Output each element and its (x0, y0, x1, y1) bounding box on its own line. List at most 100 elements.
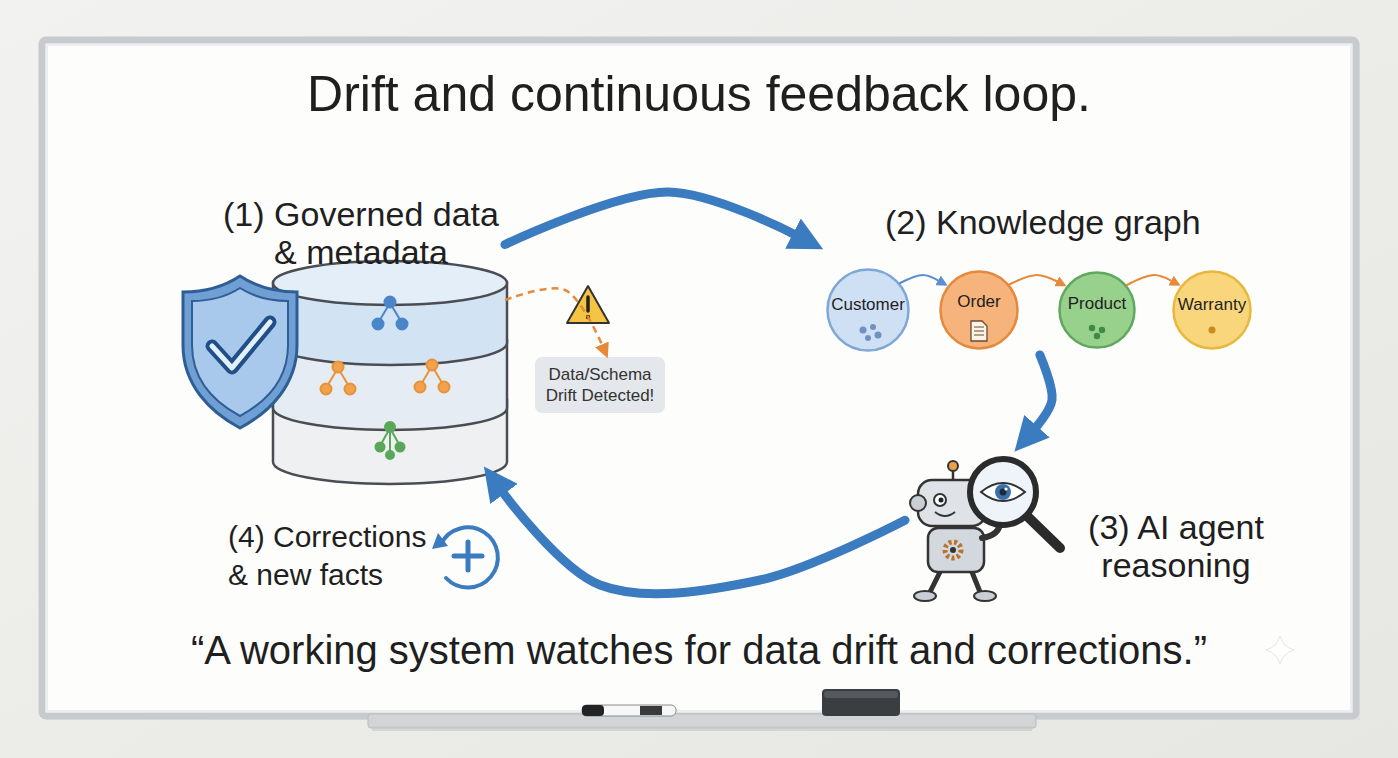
shield-icon (212, 322, 270, 368)
entity-label: Product (1068, 294, 1127, 314)
knowledge-graph-stage: (2) Knowledge graphCustomer Order Product W… (825, 200, 1260, 355)
entity-label: Order (957, 292, 1000, 312)
entity-circle: Order (939, 270, 1019, 350)
warning-triangle (567, 286, 609, 323)
warning-triangle (567, 286, 609, 323)
flow-arrow (900, 275, 939, 283)
tree-icons (321, 297, 450, 460)
decor-dot (875, 332, 882, 339)
dry-erase-marker (582, 705, 604, 716)
database-cylinder (273, 261, 507, 484)
shield-icon (192, 288, 288, 416)
whiteboard (42, 40, 1356, 716)
robot-figure (930, 572, 940, 592)
tree-icons (439, 382, 450, 393)
document-icon (971, 321, 987, 341)
refresh-icon (441, 527, 498, 587)
entity-label: Customer (831, 295, 905, 315)
magnifier (1027, 516, 1060, 548)
robot-figure (948, 461, 958, 471)
alert-box: Data/Schema Drift Detected! (535, 357, 665, 413)
whiteboard (47, 45, 1351, 711)
entity-circle: Customer (826, 268, 910, 352)
magnifier (970, 459, 1060, 548)
tree-icons (376, 422, 405, 459)
shield-icon (183, 276, 297, 428)
flow-arrow (505, 192, 796, 245)
stage-heading: (2) Knowledge graph (885, 203, 1201, 241)
robot-figure (939, 498, 944, 503)
decor-dot (870, 324, 876, 330)
tree-icons (415, 382, 426, 393)
tree-icons (397, 319, 408, 330)
decor-dot (860, 327, 867, 334)
magnifier (995, 484, 1011, 500)
robot-figure (972, 572, 980, 592)
decor-dot (1099, 327, 1105, 333)
agent-stage: (3) AI agent reasoning (905, 455, 1285, 600)
tree-icons (333, 362, 344, 373)
flow-arrow (502, 491, 905, 594)
tree-icons (321, 360, 450, 395)
shield-icon (183, 276, 297, 428)
tree-icons (321, 384, 332, 395)
decor-dot (1209, 327, 1216, 334)
robot-figure (974, 591, 996, 601)
document-line (974, 327, 984, 328)
warning-triangle (586, 297, 590, 311)
edge-label: (4) Corrections & new facts (228, 518, 443, 594)
flow-arrow (1010, 275, 1058, 284)
dry-erase-marker (640, 706, 662, 715)
entity-circle: Product (1058, 271, 1136, 349)
tree-icons (345, 384, 356, 395)
robot-figure (945, 542, 961, 558)
robot-figure (934, 494, 946, 506)
circle-outline (941, 272, 1018, 349)
tree-icons (427, 360, 438, 371)
whiteboard (42, 40, 1360, 720)
document-icon (971, 321, 987, 341)
tree-icons (373, 319, 384, 330)
magnifier (981, 483, 1025, 501)
tree-icons (385, 297, 396, 308)
tree-icons (373, 297, 408, 330)
flow-arrow (1035, 355, 1052, 429)
entity-label: Warranty (1178, 295, 1246, 315)
refresh-icon (466, 542, 471, 570)
stage-heading: (3) AI agent reasoning (1070, 508, 1282, 584)
tree-icons (386, 451, 394, 459)
diagram-title: Drift and continuous feedback loop. (0, 64, 1398, 124)
diagram-caption: “A working system watches for data drift… (0, 625, 1398, 675)
sparkle (1266, 636, 1294, 664)
marker-tray (368, 714, 1036, 731)
flow-arrow (1127, 275, 1172, 285)
shield-icon (212, 322, 270, 368)
circle-outline (1174, 272, 1251, 349)
stage-heading: (1) Governed data & metadata (215, 195, 507, 271)
magnifier (1004, 487, 1007, 490)
refresh-icon (432, 527, 498, 587)
sparkle (1266, 636, 1294, 664)
magnifier (970, 459, 1036, 525)
entity-circle: Warranty (1172, 270, 1252, 350)
tree-icons (396, 443, 405, 452)
dry-erase-marker (582, 705, 676, 716)
refresh-icon (432, 533, 448, 549)
flow-arrow (505, 288, 602, 345)
decor-dot (1089, 325, 1095, 331)
decor-dot (865, 335, 871, 341)
robot-figure (935, 512, 955, 516)
warning-triangle (586, 315, 590, 319)
eraser (822, 689, 900, 716)
marker-tray (372, 726, 1032, 731)
decor-dot (1094, 333, 1100, 339)
robot-figure (914, 591, 936, 601)
eraser (822, 689, 900, 716)
alert-text: Data/Schema Drift Detected! (541, 364, 659, 406)
tree-icons (376, 443, 385, 452)
document-line (974, 335, 984, 336)
